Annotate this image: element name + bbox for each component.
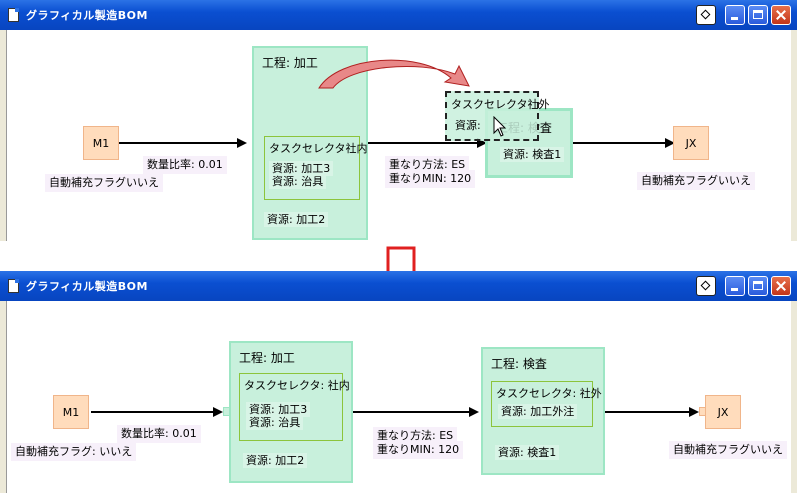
process-box-machining[interactable]: 工程: 加工 タスクセレクタ: 社内 資源: 加工3 資源: 治具 資源: 加工… — [229, 341, 353, 483]
resource-label: 資源: 加工3 — [246, 402, 311, 417]
edge-arrowhead — [665, 138, 675, 148]
overlap-min-label: 重なりMIN: 120 — [373, 441, 464, 459]
auto-fill-flag-label: 自動補充フラグいいえ — [669, 441, 787, 459]
maximize-button[interactable] — [748, 5, 768, 25]
auto-fill-flag-label: 自動補充フラグいいえ — [637, 172, 755, 190]
product-node-jx[interactable]: JX — [673, 126, 709, 160]
quantity-ratio-label: 数量比率: 0.01 — [117, 425, 201, 443]
edge-arrowhead — [689, 407, 699, 417]
resource-label: 資源: 加工外注 — [498, 404, 578, 419]
resource-label: 資源: 治具 — [269, 174, 327, 189]
maximize-button[interactable] — [748, 276, 768, 296]
minimize-button[interactable] — [725, 276, 745, 296]
edge-inspect-jx — [605, 411, 693, 413]
node-label: M1 — [92, 136, 110, 150]
minimize-button[interactable] — [725, 5, 745, 25]
task-selector-external[interactable]: タスクセレクタ: 社外 資源: 加工外注 — [491, 381, 602, 427]
edge-arrowhead — [477, 138, 487, 148]
auto-fill-flag-label: 自動補充フラグ: いいえ — [11, 443, 137, 461]
quantity-ratio-label: 数量比率: 0.01 — [143, 156, 227, 174]
dragged-task-selector[interactable]: タスクセレクタ社外 資源: — [445, 91, 550, 141]
title-bar[interactable]: グラフィカル製造BOM — [0, 271, 797, 301]
task-selector-title: タスクセレクタ: 社内 — [244, 379, 350, 392]
node-label: JX — [717, 405, 729, 419]
product-node-jx[interactable]: JX — [705, 395, 741, 429]
edge-arrowhead — [469, 407, 479, 417]
bom-canvas[interactable]: M1 自動補充フラグ: いいえ 数量比率: 0.01 工程: 加工 タスクセレク… — [6, 301, 791, 493]
close-button[interactable] — [771, 5, 791, 25]
process-title: 工程: 加工 — [239, 351, 295, 365]
resource-label: 資源: 検査1 — [495, 445, 560, 460]
window-after: グラフィカル製造BOM M1 自動補充フラグ: いいえ 数量比率: 0.01 工… — [0, 271, 797, 493]
resource-label: 資源: 加工3 — [269, 161, 334, 176]
help-diamond-button[interactable] — [696, 276, 716, 296]
edge-arrowhead — [237, 138, 247, 148]
resource-label-partial: 資源: — [455, 119, 481, 132]
window-before: グラフィカル製造BOM M1 自動補充フラグいいえ 数量比率: 0.01 工程:… — [0, 0, 797, 241]
task-selector-title: タスクセレクタ社外 — [451, 98, 550, 111]
resource-label: 資源: 検査1 — [500, 147, 565, 162]
window-title: グラフィカル製造BOM — [26, 9, 148, 22]
resource-label: 資源: 加工2 — [264, 212, 329, 227]
process-box-machining[interactable]: 工程: 加工 タスクセレクタ社内 資源: 加工3 資源: 治具 資源: 加工2 — [252, 46, 368, 240]
node-label: M1 — [62, 405, 80, 419]
bom-canvas[interactable]: M1 自動補充フラグいいえ 数量比率: 0.01 工程: 加工 タスクセレクタ社… — [6, 30, 791, 241]
task-selector-title: タスクセレクタ社内 — [269, 142, 368, 155]
edge-arrowhead — [213, 407, 223, 417]
close-button[interactable] — [771, 276, 791, 296]
overlap-method-label: 重なり方法: ES — [385, 156, 470, 174]
document-icon — [8, 279, 19, 293]
process-title: 工程: 加工 — [262, 56, 318, 70]
resource-label: 資源: 加工2 — [243, 453, 308, 468]
auto-fill-flag-label: 自動補充フラグいいえ — [45, 174, 163, 192]
help-diamond-button[interactable] — [696, 5, 716, 25]
task-selector-internal[interactable]: タスクセレクタ: 社内 資源: 加工3 資源: 治具 — [239, 373, 350, 441]
process-box-inspection[interactable]: 工程: 検査 タスクセレクタ: 社外 資源: 加工外注 資源: 検査1 — [481, 347, 605, 475]
material-node-m1[interactable]: M1 — [83, 126, 119, 160]
edge-m1-process — [119, 142, 245, 144]
edge-process-inspect — [353, 411, 473, 413]
drag-curve-arrow-icon — [318, 59, 470, 89]
edge-process-inspect — [368, 142, 478, 144]
overlap-min-label: 重なりMIN: 120 — [385, 170, 476, 188]
edge-m1-process — [91, 411, 219, 413]
edge-inspect-jx — [573, 142, 669, 144]
window-title: グラフィカル製造BOM — [26, 280, 148, 293]
resource-label: 資源: 治具 — [246, 415, 304, 430]
overlap-method-label: 重なり方法: ES — [373, 427, 458, 445]
node-label: JX — [685, 136, 697, 150]
document-icon — [8, 8, 19, 22]
task-selector-internal[interactable]: タスクセレクタ社内 資源: 加工3 資源: 治具 — [264, 136, 368, 200]
material-node-m1[interactable]: M1 — [53, 395, 89, 429]
process-title: 工程: 検査 — [491, 357, 547, 371]
task-selector-title: タスクセレクタ: 社外 — [496, 387, 602, 400]
title-bar[interactable]: グラフィカル製造BOM — [0, 0, 797, 30]
mouse-cursor-icon — [493, 116, 507, 137]
